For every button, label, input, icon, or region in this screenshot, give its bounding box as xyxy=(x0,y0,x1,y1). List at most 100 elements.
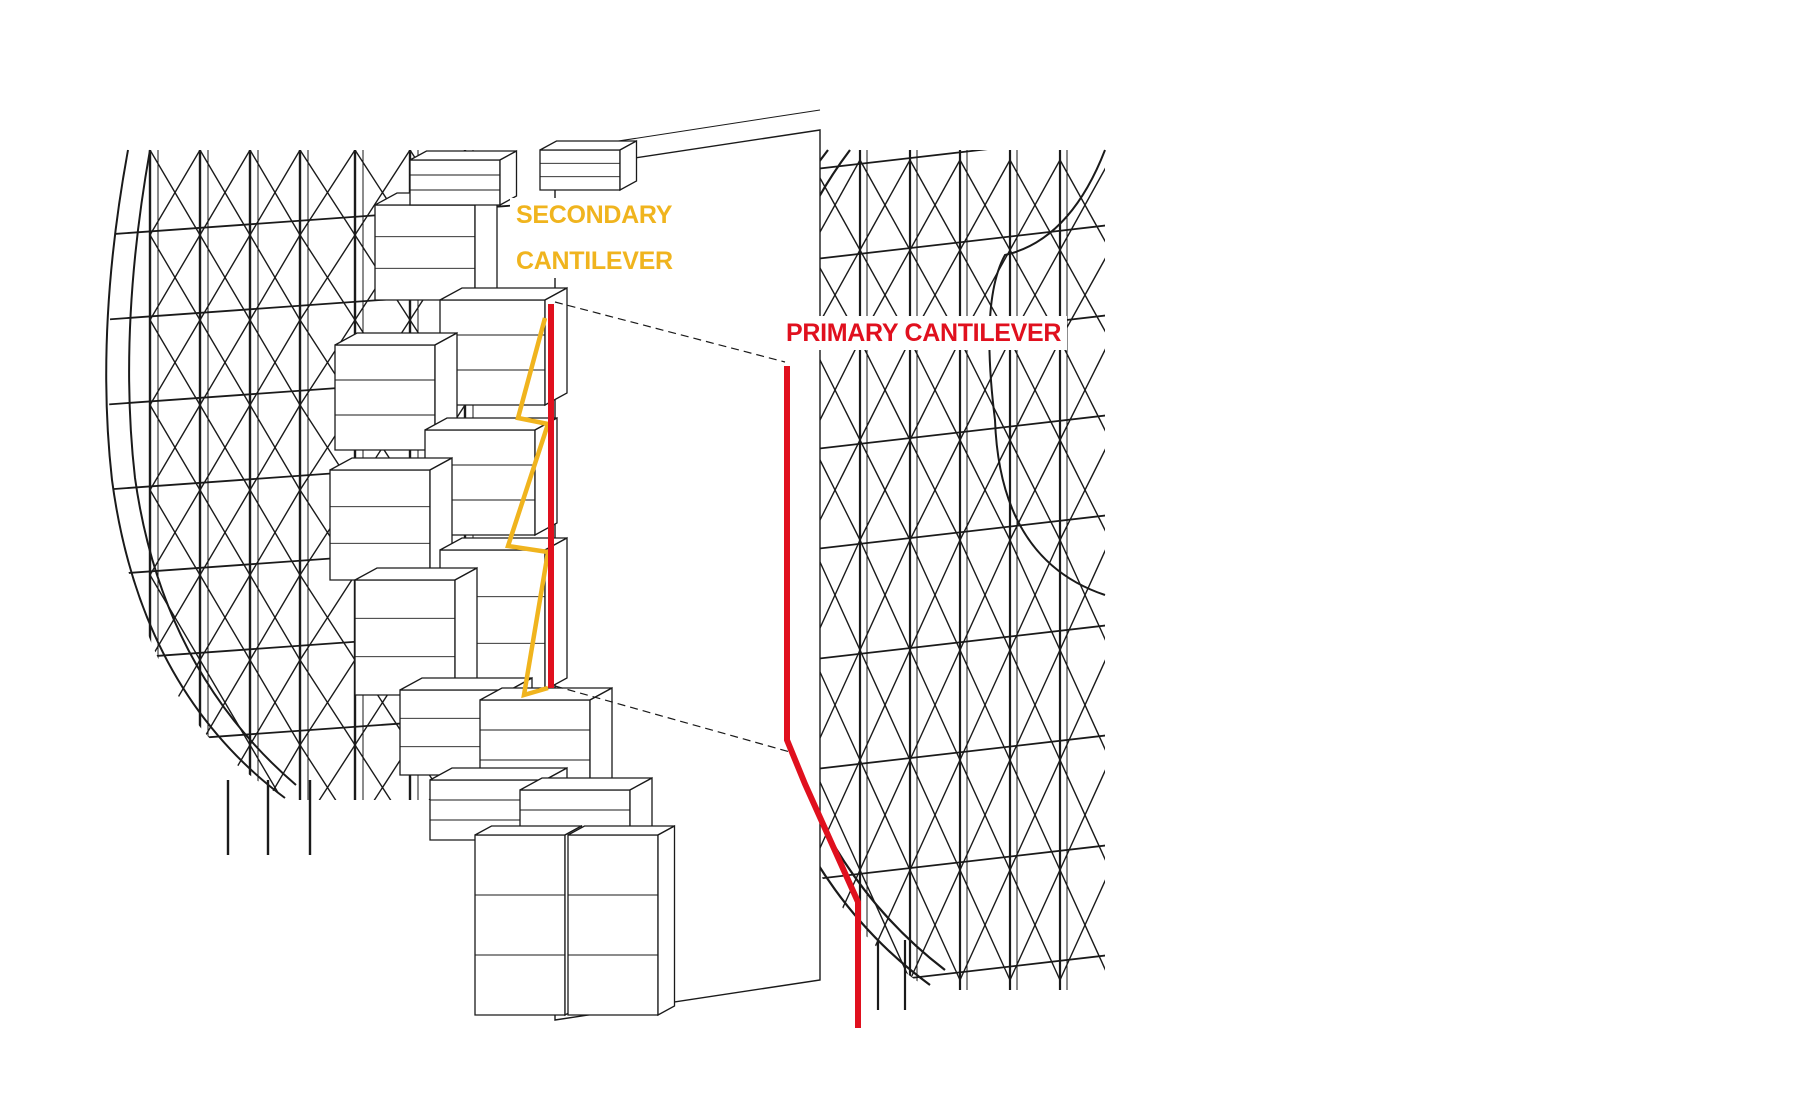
secondary-cantilever-zigzag xyxy=(505,317,551,699)
left-diagonal xyxy=(199,234,251,321)
right-diagonal xyxy=(1059,869,1105,981)
right-diagonal xyxy=(1059,339,1105,441)
left-diagonal xyxy=(199,574,251,661)
right-diagonal xyxy=(1009,539,1061,651)
left-diagonal xyxy=(299,659,356,746)
right-diagonal xyxy=(1059,439,1105,541)
left-diagonal xyxy=(199,404,251,491)
right-diagonal xyxy=(909,649,961,761)
volume-9-side xyxy=(589,686,613,792)
right-diagonal xyxy=(909,339,961,441)
left-diagonal xyxy=(199,659,251,746)
right-ring-beam xyxy=(729,954,1105,990)
left-diagonal xyxy=(149,319,201,406)
left-diagonal xyxy=(149,489,201,576)
right-diagonal xyxy=(859,339,911,441)
right-diagonal xyxy=(1059,649,1105,761)
roof-volume-side xyxy=(619,139,638,192)
right-diagonal xyxy=(909,439,961,541)
right-diagonal xyxy=(959,539,1011,651)
right-diagonal xyxy=(909,539,961,651)
left-diagonal xyxy=(249,489,301,576)
right-diagonal xyxy=(959,159,1011,251)
volume-13-top xyxy=(567,825,675,836)
left-diagonal xyxy=(149,744,201,800)
right-diagonal xyxy=(959,869,1011,981)
left-ring-beam xyxy=(109,150,520,151)
left-diagonal xyxy=(354,150,411,236)
right-diagonal xyxy=(959,759,1011,871)
secondary-label-line1: SECONDARY xyxy=(516,201,673,229)
secondary-label-line2: CANTILEVER xyxy=(516,247,673,275)
right-diagonal xyxy=(909,759,961,871)
left-diagonal xyxy=(199,319,251,406)
volume-13-side xyxy=(657,824,676,1017)
right-diagonal xyxy=(859,539,911,651)
left-diagonal xyxy=(249,234,301,321)
left-diagonal xyxy=(199,489,251,576)
volume-12-top xyxy=(474,825,582,836)
left-diagonal xyxy=(299,574,356,661)
volume-1-front xyxy=(374,204,476,301)
left-diagonal xyxy=(149,744,201,800)
right-diagonal xyxy=(1009,759,1061,871)
right-diagonal xyxy=(959,649,1011,761)
left-diagonal xyxy=(299,150,356,236)
left-shell-outer-rim xyxy=(105,149,286,799)
volume-5-front xyxy=(329,469,431,581)
left-diagonal xyxy=(249,404,301,491)
right-shell-cutout xyxy=(988,149,1106,596)
secondary-cantilever xyxy=(505,317,551,699)
volume-7-side xyxy=(454,566,478,697)
left-diagonal xyxy=(249,150,301,236)
right-diagonal xyxy=(1059,539,1105,651)
upper-volume-front xyxy=(409,159,501,206)
right-diagonal xyxy=(959,339,1011,441)
right-diagonal xyxy=(1059,249,1105,341)
right-diagonal xyxy=(909,869,961,981)
volume-12-front xyxy=(474,834,566,1016)
left-diagonal xyxy=(299,234,356,321)
right-diagonal xyxy=(1009,159,1061,251)
left-diagonal xyxy=(249,659,301,746)
lower-projection-line xyxy=(554,685,791,753)
left-diagonal xyxy=(249,574,301,661)
left-diagonal xyxy=(149,150,201,236)
left-diagonal xyxy=(199,744,251,800)
primary-label-text: PRIMARY CANTILEVER xyxy=(786,319,1062,347)
stacked-building-volumes xyxy=(329,109,821,1021)
primary-cantilever xyxy=(548,304,861,1028)
left-diagonal xyxy=(299,319,356,406)
left-diagonal xyxy=(249,744,301,800)
right-diagonal xyxy=(1009,649,1061,761)
left-shell-inner-rim xyxy=(128,149,297,786)
secondary-cantilever-label: SECONDARY CANTILEVER xyxy=(510,198,679,278)
right-diagonal xyxy=(859,759,911,871)
right-diagonal xyxy=(859,159,911,251)
right-diagonal xyxy=(1059,159,1105,251)
left-diagonal xyxy=(199,150,251,236)
right-diagonal xyxy=(859,439,911,541)
left-diagonal xyxy=(149,234,201,321)
roof-volume-front xyxy=(539,149,621,191)
left-diagonal xyxy=(149,574,201,661)
volume-1-side xyxy=(474,191,498,302)
upper-projection-line xyxy=(554,301,786,363)
right-diagonal xyxy=(1009,339,1061,441)
left-diagonal xyxy=(149,404,201,491)
primary-cantilever-path xyxy=(784,366,861,1028)
volume-3-front xyxy=(334,344,436,451)
projection-lines xyxy=(554,301,791,753)
right-diagonal xyxy=(1059,759,1105,871)
right-diagonal xyxy=(859,649,911,761)
primary-cantilever-label: PRIMARY CANTILEVER xyxy=(780,316,1068,350)
upper-volume-side xyxy=(499,149,518,207)
right-diagonal xyxy=(959,439,1011,541)
right-diagonal xyxy=(909,159,961,251)
right-diagonal xyxy=(1009,869,1061,981)
upper-volume-top xyxy=(409,150,517,161)
left-diagonal xyxy=(249,319,301,406)
volume-13-front xyxy=(567,834,659,1016)
left-diagonal xyxy=(299,744,356,800)
